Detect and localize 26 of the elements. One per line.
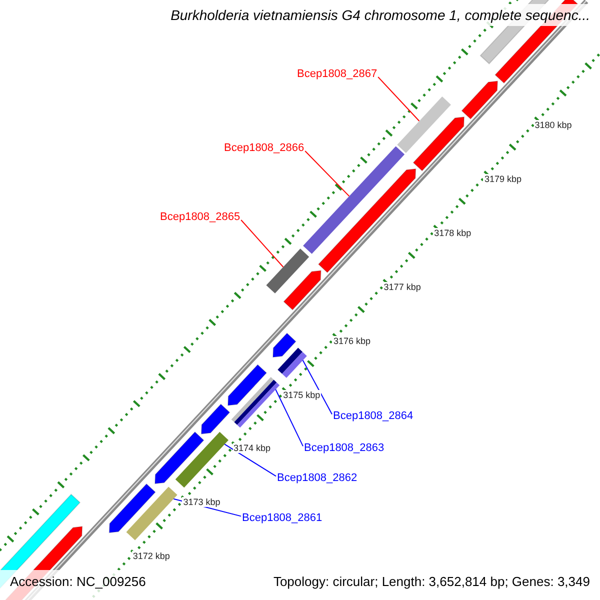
accession-text: Accession: NC_009256 <box>10 574 146 589</box>
tick-label: 3174 kbp <box>232 443 272 454</box>
gene-label: Bcep1808_2862 <box>277 472 358 484</box>
summary-text: Topology: circular; Length: 3,652,814 bp; Genes: 3,349 <box>273 574 590 589</box>
leader-line <box>240 220 284 268</box>
tick-label: 3173 kbp <box>182 497 222 508</box>
leader-line <box>224 444 276 477</box>
leader-line <box>302 360 332 415</box>
gene-label: Bcep1808_2865 <box>160 211 240 223</box>
tick-label: 3172 kbp <box>132 551 171 562</box>
tick-label: 3179 kbp <box>483 174 522 184</box>
tick-label: 3178 kbp <box>433 228 472 238</box>
gene-bar <box>231 377 280 428</box>
tick-label: 3175 kbp <box>282 390 322 400</box>
tick-label: 3176 kbp <box>332 336 372 346</box>
gene-label: Bcep1808_2866 <box>224 142 304 154</box>
leader-line <box>378 76 420 122</box>
gene-label: Bcep1808_2863 <box>304 442 384 454</box>
gene-label: Bcep1808_2867 <box>297 68 378 80</box>
tick-label: 3180 kbp <box>534 120 573 130</box>
gene-label: Bcep1808_2864 <box>333 410 414 422</box>
leader-line <box>304 150 350 197</box>
tick-label: 3177 kbp <box>382 282 422 292</box>
gene-bar <box>278 348 307 378</box>
leader-line <box>275 388 304 447</box>
gene-label: Bcep1808_2861 <box>242 512 322 524</box>
